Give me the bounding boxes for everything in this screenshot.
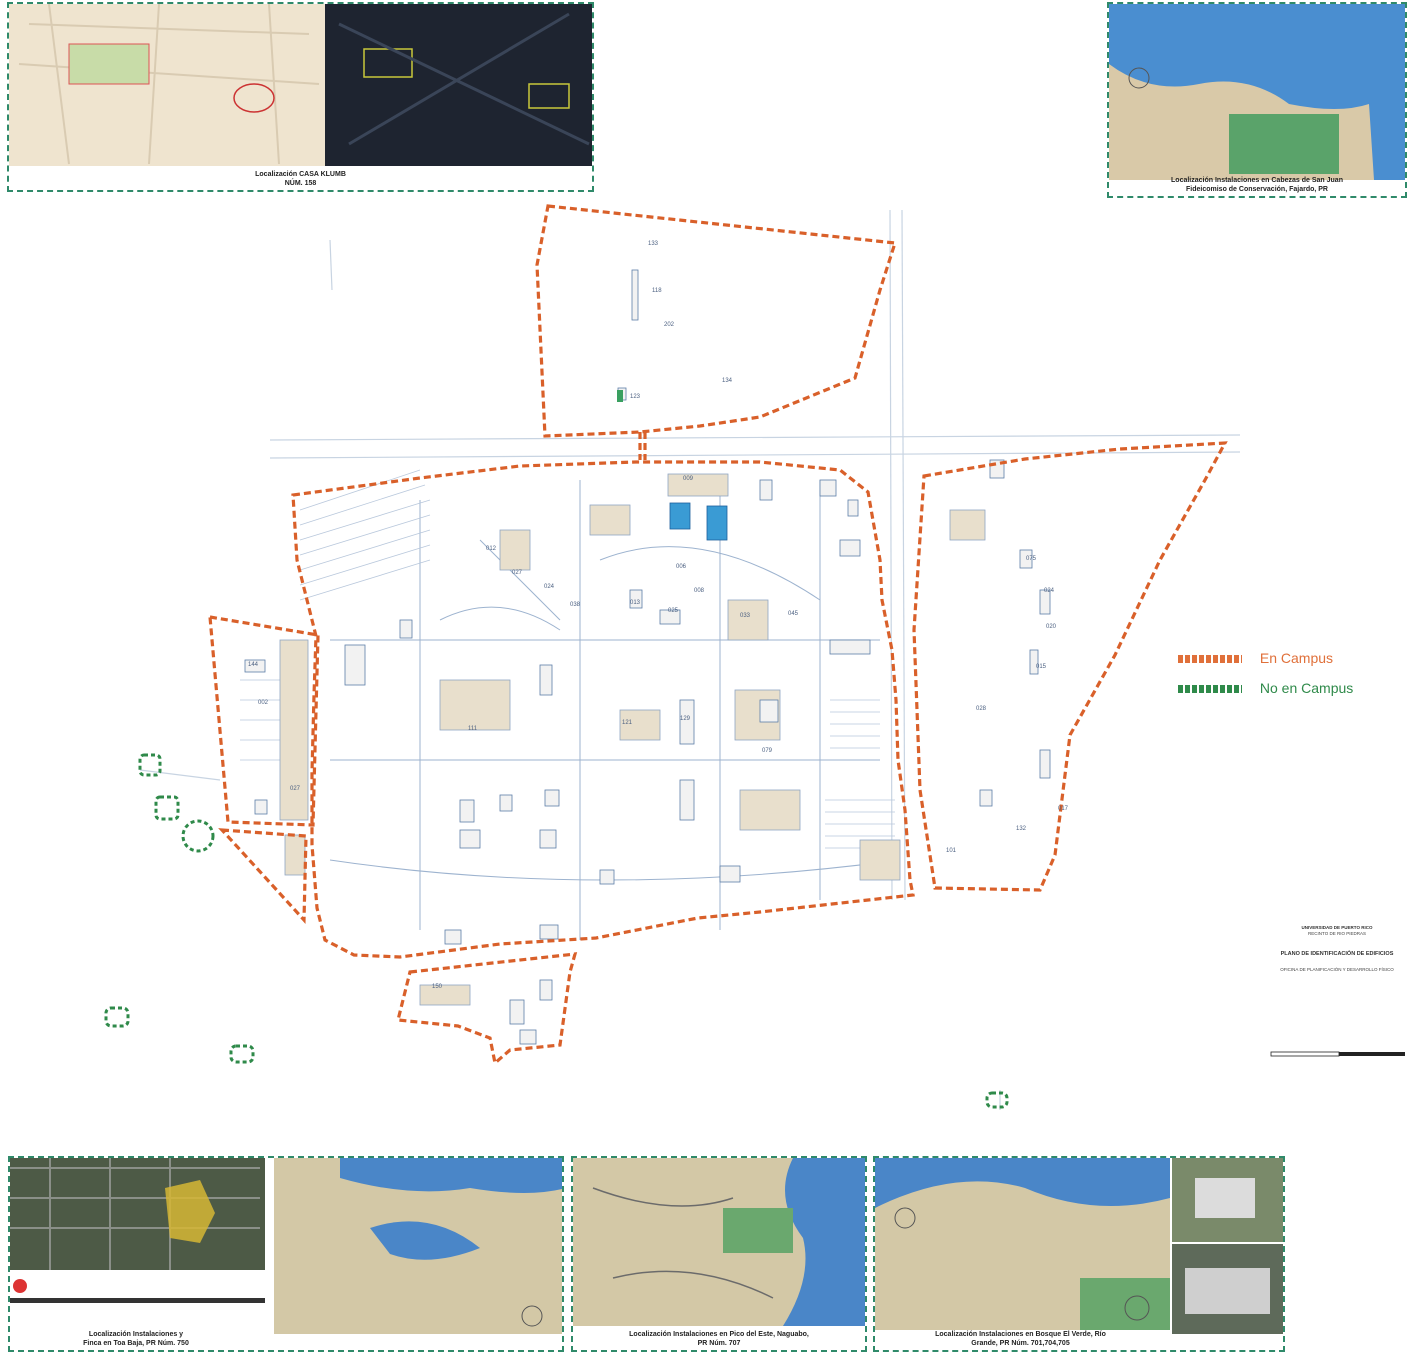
building-label: 027	[512, 570, 523, 576]
building-label: 202	[664, 322, 675, 328]
campus-boundaries	[208, 204, 1228, 1067]
east-parcel-boundary	[912, 441, 1228, 892]
caption-line: Fideicomiso de Conservación, Fajardo, PR	[1186, 186, 1328, 193]
inset-casa-klumb: Localización CASA KLUMB NÚM. 158	[7, 2, 594, 192]
inset-casa-klumb-caption: Localización CASA KLUMB NÚM. 158	[9, 170, 592, 188]
building-label: 144	[248, 662, 259, 668]
building-label: 118	[652, 288, 662, 294]
building-label: 024	[544, 584, 555, 590]
campus-roads	[329, 480, 901, 940]
scale-bar	[1270, 1051, 1405, 1057]
building-label: 075	[1026, 556, 1037, 562]
inset-casa-klumb-map	[9, 4, 592, 166]
parking-lots	[240, 469, 895, 849]
building-label: 025	[668, 608, 679, 614]
inset-el-verde: Localización Instalaciones en Bosque El …	[873, 1156, 1285, 1352]
building-label: 121	[622, 720, 633, 726]
inset-cabezas-caption: Localización Instalaciones en Cabezas de…	[1109, 176, 1405, 194]
west-parcel-boundary	[208, 615, 320, 827]
caption-line: Localización Instalaciones en Bosque El …	[935, 1331, 1106, 1338]
buildings	[279, 473, 986, 1006]
building-label: 028	[976, 706, 987, 712]
north-parcel-boundary	[535, 204, 898, 438]
small-buildings	[244, 269, 1051, 1045]
legend-label-no-en-campus: No en Campus	[1259, 680, 1354, 696]
building-label: 009	[683, 476, 694, 482]
building-label: 132	[1016, 826, 1027, 832]
building-label: 002	[258, 700, 269, 706]
building-label: 027	[290, 786, 301, 792]
caption-line: Localización Instalaciones en Cabezas de…	[1171, 177, 1343, 184]
building-label: 133	[648, 241, 659, 247]
building-label: 079	[762, 748, 773, 754]
building-label: 013	[630, 600, 641, 606]
building-label: 038	[570, 602, 581, 608]
main-campus-boundary	[291, 460, 915, 959]
caption-line: PR Núm. 707	[697, 1340, 741, 1347]
inset-naguabo: Localización Instalaciones en Pico del E…	[571, 1156, 867, 1352]
inset-naguabo-caption: Localización Instalaciones en Pico del E…	[573, 1330, 865, 1348]
south-parcel-boundary	[395, 952, 578, 1067]
caption-line: Localización Instalaciones y	[88, 1331, 184, 1338]
building-label: 015	[1036, 664, 1047, 670]
inset-naguabo-map	[573, 1158, 865, 1326]
off-campus-markers	[104, 753, 1009, 1109]
building-label: 129	[680, 716, 691, 722]
caption-line: Finca en Toa Baja, PR Núm. 750	[83, 1340, 189, 1347]
caption-line: Localización Instalaciones en Pico del E…	[629, 1331, 809, 1338]
building-label: 020	[1046, 624, 1057, 630]
inset-cabezas-map	[1109, 4, 1405, 180]
building-label: 006	[676, 564, 687, 570]
legend-label-en-campus: En Campus	[1259, 650, 1334, 666]
green-building	[617, 390, 623, 402]
building-label: 111	[468, 726, 478, 732]
building-label: 012	[486, 546, 497, 552]
legend-off-campus: No en Campus	[1178, 680, 1353, 696]
title-office: OFICINA DE PLANIFICACIÓN Y DESARROLLO FÍ…	[1280, 967, 1394, 972]
southwest-parcel-boundary	[218, 828, 308, 925]
title-institution: UNIVERSIDAD DE PUERTO RICO	[1301, 925, 1373, 930]
inset-toa-baja: Localización Instalaciones y Finca en To…	[8, 1156, 564, 1352]
highlighted-buildings	[669, 502, 728, 541]
building-label: 134	[722, 378, 733, 384]
building-label: 008	[694, 588, 705, 594]
building-label: 123	[630, 394, 641, 400]
inset-toa-baja-map	[10, 1158, 562, 1334]
building-label: 045	[788, 611, 799, 617]
legend-on-campus: En Campus	[1178, 650, 1333, 666]
title-campus: RECINTO DE RIO PIEDRAS	[1308, 931, 1366, 936]
title-plan: PLANO DE IDENTIFICACIÓN DE EDIFICIOS	[1280, 951, 1394, 957]
caption-line: NÚM. 158	[284, 180, 317, 187]
inset-el-verde-caption: Localización Instalaciones en Bosque El …	[875, 1330, 1166, 1348]
building-label: 017	[1058, 806, 1069, 812]
building-label: 033	[740, 613, 751, 619]
inset-el-verde-map	[875, 1158, 1283, 1334]
title-block: UNIVERSIDAD DE PUERTO RICO RECINTO DE RI…	[1262, 925, 1412, 973]
inset-cabezas-san-juan: Localización Instalaciones en Cabezas de…	[1107, 2, 1407, 198]
caption-line: Grande, PR Núm. 701,704,705	[971, 1340, 1070, 1347]
legend-swatch-green	[1178, 685, 1242, 694]
legend-swatch-orange	[1178, 655, 1242, 664]
building-label: 024	[1044, 588, 1055, 594]
caption-line: Localización CASA KLUMB	[255, 171, 346, 178]
inset-toa-baja-caption: Localización Instalaciones y Finca en To…	[10, 1330, 262, 1348]
building-label: 101	[946, 848, 957, 854]
building-label: 150	[432, 984, 443, 990]
